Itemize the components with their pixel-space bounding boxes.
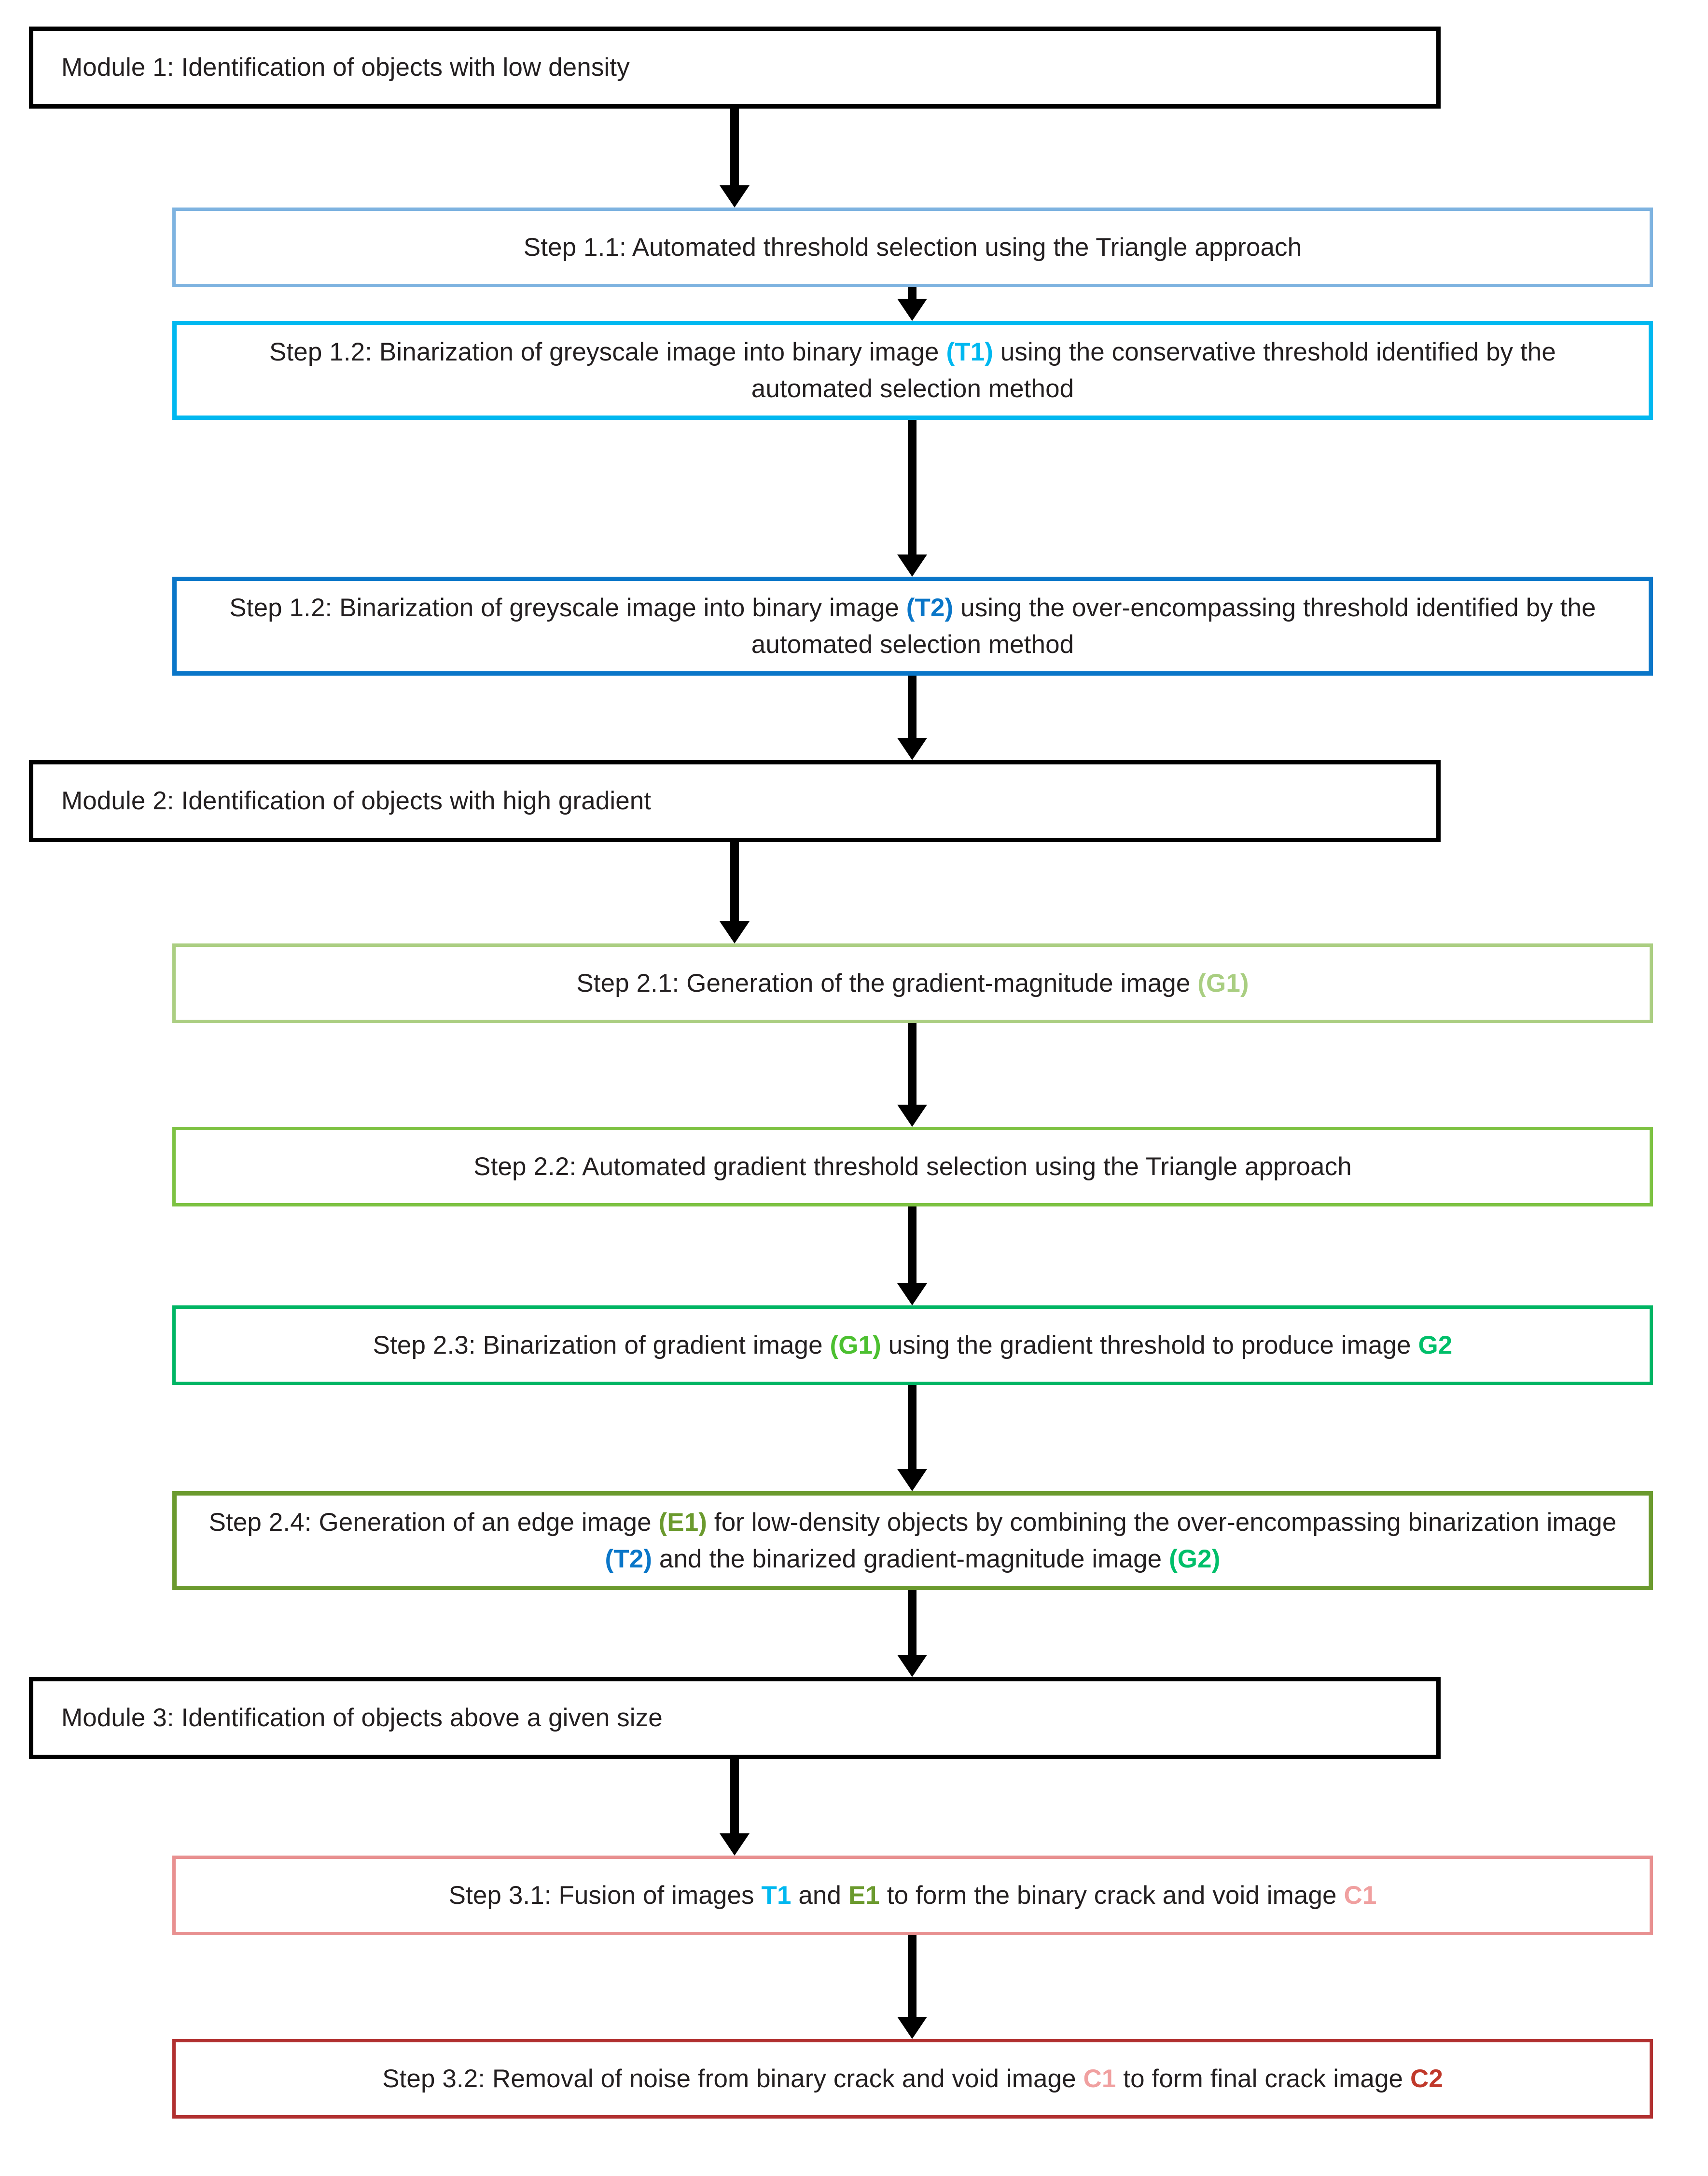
arrow-shaft (730, 109, 739, 187)
label-text: for low-density objects by combining the… (707, 1508, 1617, 1537)
label-text: and the binarized gradient-magnitude ima… (652, 1544, 1169, 1573)
image-token: (T2) (605, 1544, 653, 1573)
image-token: T1 (761, 1881, 792, 1910)
label-text: Step 3.1: Fusion of images (448, 1881, 762, 1910)
arrow-shaft (908, 1206, 916, 1285)
arrow-head (897, 299, 927, 321)
label-text: to form final crack image (1116, 2064, 1410, 2093)
flow-node-label: Step 2.2: Automated gradient threshold s… (473, 1152, 1352, 1181)
image-token: (E1) (658, 1508, 708, 1537)
arrow-head (720, 1833, 750, 1856)
image-token: C1 (1083, 2064, 1116, 2093)
label-text: using the gradient threshold to produce … (881, 1331, 1418, 1359)
arrow-head (897, 1283, 927, 1305)
image-token: E1 (848, 1881, 880, 1910)
label-text: using the conservative threshold identif… (751, 338, 1556, 403)
arrow-head (897, 1469, 927, 1491)
flow-node-module-3: Module 3: Identification of objects abov… (29, 1677, 1441, 1759)
label-text: Step 1.2: Binarization of greyscale imag… (269, 338, 946, 367)
flow-node-step-2-4: Step 2.4: Generation of an edge image (E… (172, 1491, 1653, 1590)
flow-node-step-3-1: Step 3.1: Fusion of images T1 and E1 to … (172, 1856, 1653, 1935)
arrow-shaft (730, 842, 739, 923)
arrow-shaft (730, 1759, 739, 1835)
arrow-shaft (908, 1385, 916, 1471)
flow-node-label: Step 2.3: Binarization of gradient image… (176, 1327, 1650, 1363)
flow-node-label: Module 2: Identification of objects with… (61, 787, 652, 816)
image-token: (G1) (830, 1331, 881, 1359)
flow-node-label: Step 1.2: Binarization of greyscale imag… (177, 334, 1649, 407)
arrow-head (897, 1105, 927, 1127)
flow-node-module-1: Module 1: Identification of objects with… (29, 27, 1441, 109)
image-token: (G2) (1169, 1544, 1221, 1573)
flow-node-label: Step 3.1: Fusion of images T1 and E1 to … (176, 1877, 1650, 1913)
flow-node-label: Module 3: Identification of objects abov… (61, 1704, 663, 1732)
flow-node-step-3-2: Step 3.2: Removal of noise from binary c… (172, 2039, 1653, 2119)
flow-node-step-2-2: Step 2.2: Automated gradient threshold s… (172, 1127, 1653, 1206)
flow-node-step-1-2-t2: Step 1.2: Binarization of greyscale imag… (172, 577, 1653, 676)
flow-node-step-2-3: Step 2.3: Binarization of gradient image… (172, 1305, 1653, 1385)
label-text: Step 2.3: Binarization of gradient image (373, 1331, 830, 1359)
label-text: Step 2.4: Generation of an edge image (208, 1508, 659, 1537)
label-text: to form the binary crack and void image (879, 1881, 1344, 1910)
flow-node-label: Step 3.2: Removal of noise from binary c… (176, 2061, 1650, 2097)
flow-node-step-1-2-t1: Step 1.2: Binarization of greyscale imag… (172, 321, 1653, 420)
image-token: (T1) (946, 338, 994, 367)
flow-node-label: Step 2.4: Generation of an edge image (E… (177, 1504, 1649, 1577)
image-token: C2 (1410, 2064, 1443, 2093)
image-token: G2 (1418, 1331, 1453, 1359)
arrow-shaft (908, 1023, 916, 1107)
flow-node-module-2: Module 2: Identification of objects with… (29, 760, 1441, 842)
flow-node-label: Step 1.1: Automated threshold selection … (523, 233, 1302, 262)
arrow-shaft (908, 420, 916, 556)
label-text: Step 3.2: Removal of noise from binary c… (382, 2064, 1083, 2093)
label-text: and (791, 1881, 848, 1910)
arrow-head (720, 185, 750, 208)
label-text: Step 1.2: Binarization of greyscale imag… (229, 594, 906, 623)
arrow-shaft (908, 1590, 916, 1657)
flow-node-label: Step 2.1: Generation of the gradient-mag… (176, 965, 1650, 1001)
flow-node-step-1-1: Step 1.1: Automated threshold selection … (172, 208, 1653, 287)
arrow-shaft (908, 1935, 916, 2019)
arrow-head (897, 738, 927, 760)
arrow-head (720, 921, 750, 943)
arrow-head (897, 554, 927, 577)
label-text: using the over-encompassing threshold id… (751, 594, 1596, 659)
arrow-head (897, 2017, 927, 2039)
image-token: (T2) (906, 594, 954, 623)
arrow-shaft (908, 676, 916, 740)
arrow-head (897, 1655, 927, 1677)
arrow-shaft (908, 287, 916, 301)
flow-node-step-2-1: Step 2.1: Generation of the gradient-mag… (172, 943, 1653, 1023)
flow-node-label: Step 1.2: Binarization of greyscale imag… (177, 590, 1649, 663)
label-text: Step 2.1: Generation of the gradient-mag… (576, 969, 1198, 998)
image-token: C1 (1344, 1881, 1377, 1910)
image-token: (G1) (1197, 969, 1249, 998)
flow-node-label: Module 1: Identification of objects with… (61, 53, 630, 82)
